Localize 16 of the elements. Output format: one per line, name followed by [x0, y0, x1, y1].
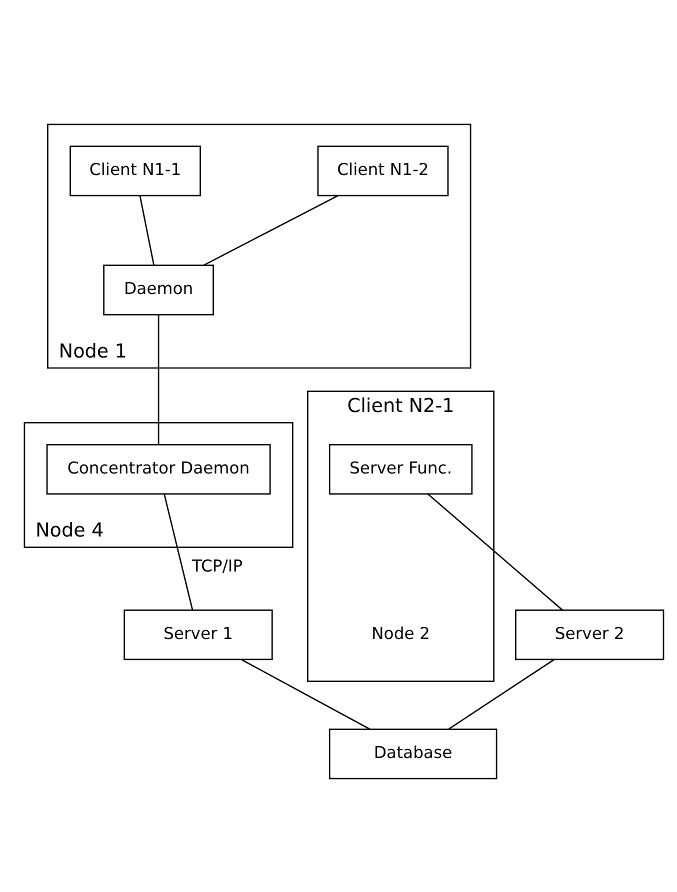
- connector: [448, 659, 554, 730]
- connector: [203, 195, 338, 266]
- node-box: Database: [328, 728, 498, 780]
- connector: [139, 196, 155, 266]
- connector: [427, 493, 564, 611]
- node-box: Server 1: [124, 610, 273, 660]
- connector: [241, 659, 370, 730]
- node-box: Client N1-1: [70, 146, 201, 196]
- node-box: Server 2: [515, 610, 664, 660]
- edge-label: TCP/IP: [192, 556, 243, 576]
- connector: [164, 494, 194, 610]
- node-box: Server Func.: [328, 444, 473, 495]
- connector: [158, 314, 160, 444]
- node-box: Daemon: [103, 264, 214, 316]
- node-box: Client N1-2: [317, 146, 449, 196]
- node-box: Concentrator Daemon: [46, 444, 271, 495]
